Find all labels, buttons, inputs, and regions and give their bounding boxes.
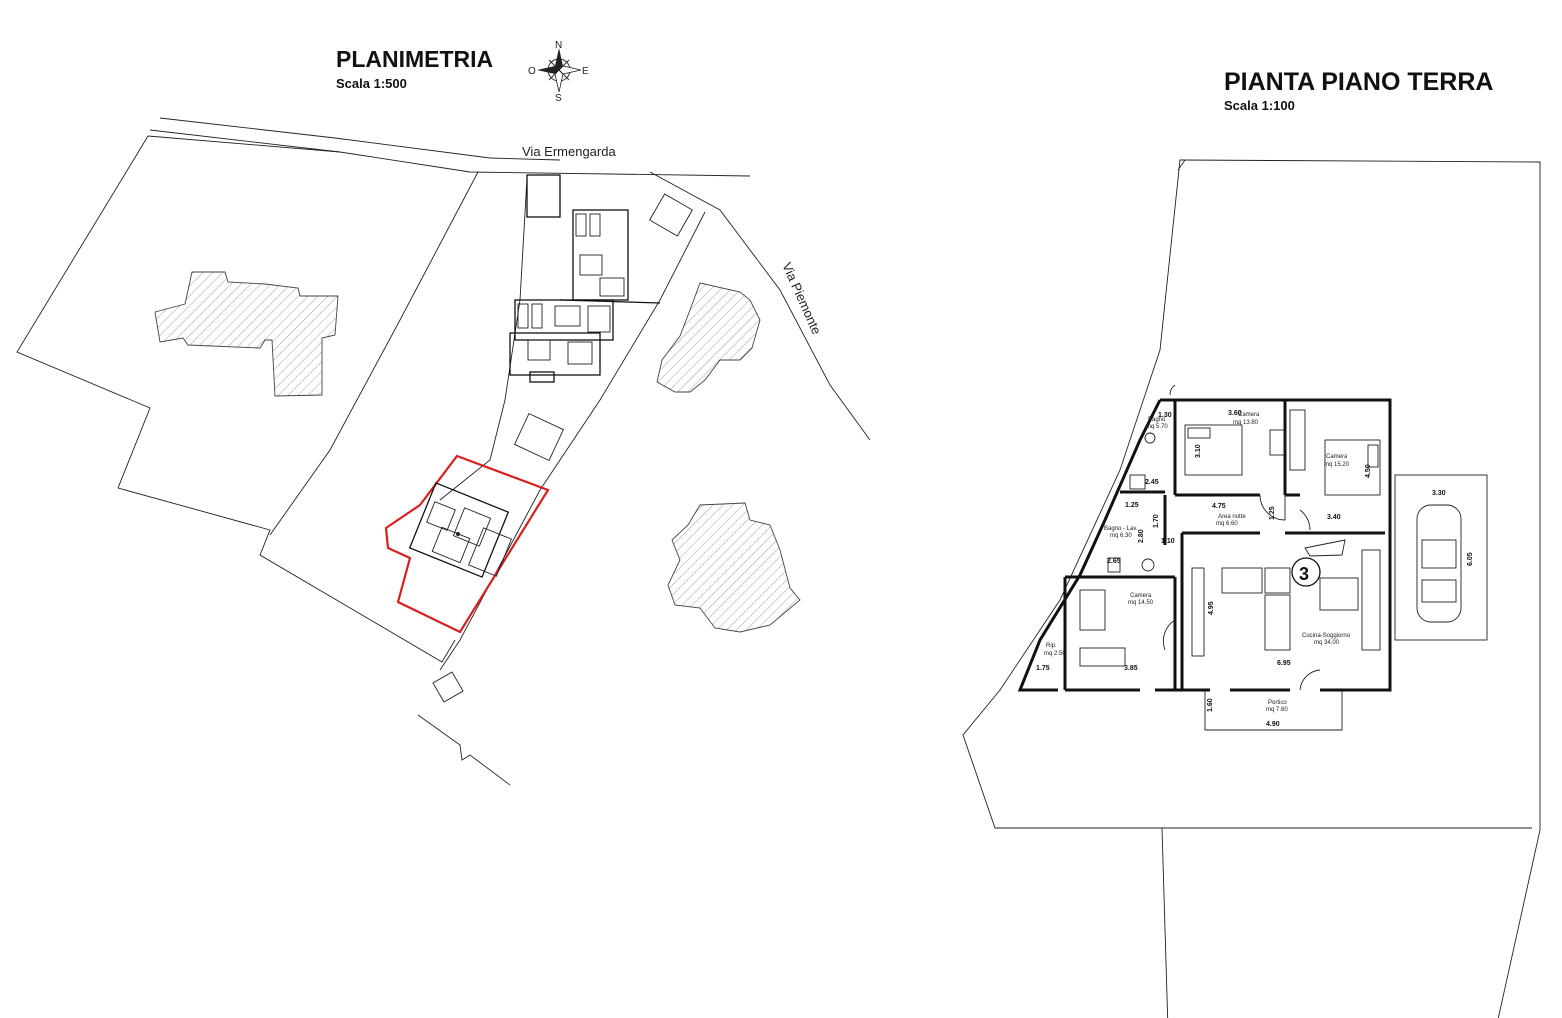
parcel-boundary-road: [269, 171, 479, 536]
unit-number: 3: [1299, 564, 1309, 584]
portico: [1204, 690, 1343, 731]
room-bagno-lav-name: Bagno - Lav.: [1104, 526, 1138, 532]
dim-label: 1.25: [1125, 502, 1139, 509]
car-icon: [1416, 504, 1462, 623]
room-camera2-area: mq 15.20: [1324, 462, 1350, 468]
dimension-labels: 1.30 3.60 3.10 4.50 2.45 1.25 4.75 1.25 …: [1036, 410, 1474, 728]
neighbour-building-2: [656, 282, 761, 393]
dim-label: 1.30: [1158, 412, 1172, 419]
floor-plan-scale: Scala 1:100: [1224, 98, 1295, 113]
room-camera1-name: Camera: [1238, 412, 1260, 418]
room-cucina-name: Cucina-Soggiorno: [1302, 633, 1351, 639]
dim-label: 1.10: [1161, 538, 1175, 545]
room-area-notte-name: Area notte: [1218, 514, 1246, 520]
furniture: [1079, 409, 1381, 667]
compass-south: S: [555, 93, 562, 104]
dim-label: 3.85: [1124, 665, 1138, 672]
street-label-ermengarda: Via Ermengarda: [522, 144, 616, 159]
compass-rose-icon: N S E O: [528, 40, 589, 104]
neighbour-building-3: [667, 502, 801, 633]
dim-label: 1.60: [1207, 698, 1214, 712]
room-cucina-area: mq 34.00: [1314, 640, 1340, 646]
dim-label: 1.75: [1036, 665, 1050, 672]
room-camera2-name: Camera: [1326, 454, 1348, 460]
site-plan-scale: Scala 1:500: [336, 76, 407, 91]
neighbour-row-houses: [509, 174, 661, 383]
compass-west: O: [528, 66, 536, 77]
parcel-outline: [16, 135, 456, 663]
dim-label: 4.75: [1212, 503, 1226, 510]
dim-label: 6.05: [1467, 552, 1474, 566]
compass-east: E: [582, 66, 589, 77]
dim-label: 4.95: [1208, 601, 1215, 615]
dim-label: 3.30: [1432, 490, 1446, 497]
room-bagno-area: mq 5.70: [1146, 424, 1168, 430]
building-walls: [1017, 398, 1392, 692]
dim-label: 3.10: [1195, 444, 1202, 458]
dim-label: 2.80: [1138, 529, 1145, 543]
street-lines: [149, 117, 871, 671]
door-swings: [1162, 384, 1321, 691]
floor-plan-title: PIANTA PIANO TERRA: [1224, 68, 1493, 96]
dim-label: 3.60: [1228, 410, 1242, 417]
unit-number-badge: [1291, 557, 1321, 587]
room-labels: Bagno mq 5.70 Camera mq 13.80 Camera mq …: [1044, 412, 1351, 713]
room-camera3-area: mq 14.50: [1128, 600, 1154, 606]
floor-plan: PIANTA PIANO TERRA Scala 1:100: [962, 68, 1541, 1018]
dim-label: 1.25: [1269, 506, 1276, 520]
room-area-notte-area: mq 6.60: [1216, 521, 1238, 527]
dim-label: 1.70: [1153, 514, 1160, 528]
room-rip-area: mq 2.50: [1044, 651, 1066, 657]
room-bagno-lav-area: mq 6.30: [1110, 533, 1132, 539]
room-portico-name: Portico: [1268, 700, 1287, 706]
dim-label: 3.40: [1327, 514, 1341, 521]
room-portico-area: mq 7.60: [1266, 707, 1288, 713]
room-camera3-name: Camera: [1130, 593, 1152, 599]
dim-label: 2.45: [1145, 479, 1159, 486]
dim-label: 4.90: [1266, 721, 1280, 728]
compass-north: N: [555, 40, 562, 51]
dim-label: 2.65: [1107, 558, 1121, 565]
street-label-piemonte: Via Piemonte: [779, 260, 824, 337]
room-bagno-name: Bagno: [1148, 417, 1166, 423]
carport: [1394, 474, 1488, 641]
site-plan-title: PLANIMETRIA: [336, 46, 493, 72]
room-rip-name: Rip.: [1046, 643, 1057, 649]
subject-building: [408, 482, 512, 578]
neighbour-building-1: [154, 271, 339, 397]
dim-label: 4.50: [1365, 464, 1372, 478]
property-boundary: [1181, 159, 1541, 1018]
dim-label: 6.95: [1277, 660, 1291, 667]
site-plan: PLANIMETRIA Scala 1:500 N S E O Via Erme…: [16, 40, 871, 786]
subject-lot-boundary[interactable]: [384, 454, 550, 634]
room-camera1-area: mq 13.80: [1233, 420, 1259, 426]
